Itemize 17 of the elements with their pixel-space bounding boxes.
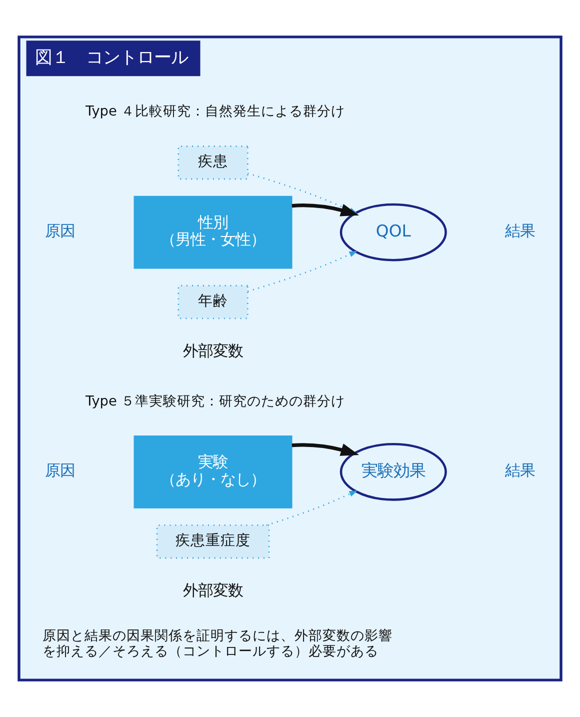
arrow (266, 490, 358, 526)
node-label: 結果 (505, 222, 536, 240)
node-box: 年齢 (178, 284, 248, 320)
node-label: 原因 (44, 222, 75, 240)
label: Type ４比較研究：自然発生による群分け (85, 104, 346, 120)
node-box: 実験 （あり・なし） (134, 435, 292, 508)
node-label: 原因 (44, 462, 75, 480)
arrow (292, 443, 360, 456)
node-label: 外部変数 (183, 581, 244, 600)
arrow (248, 250, 358, 292)
node-box: 疾患重症度 (156, 524, 270, 559)
node-box: 性別 （男性・女性） (134, 196, 292, 269)
label: Type ５準実験研究：研究のための群分け (85, 393, 346, 410)
label: 原因と結果の因果関係を証明するには、外部変数の影響を抑える／そろえる（コントロールする）必要がある (42, 628, 393, 660)
node-label: 結果 (505, 462, 536, 480)
node-box: 疾患 (178, 146, 248, 180)
node-label: 外部変数 (183, 342, 244, 360)
